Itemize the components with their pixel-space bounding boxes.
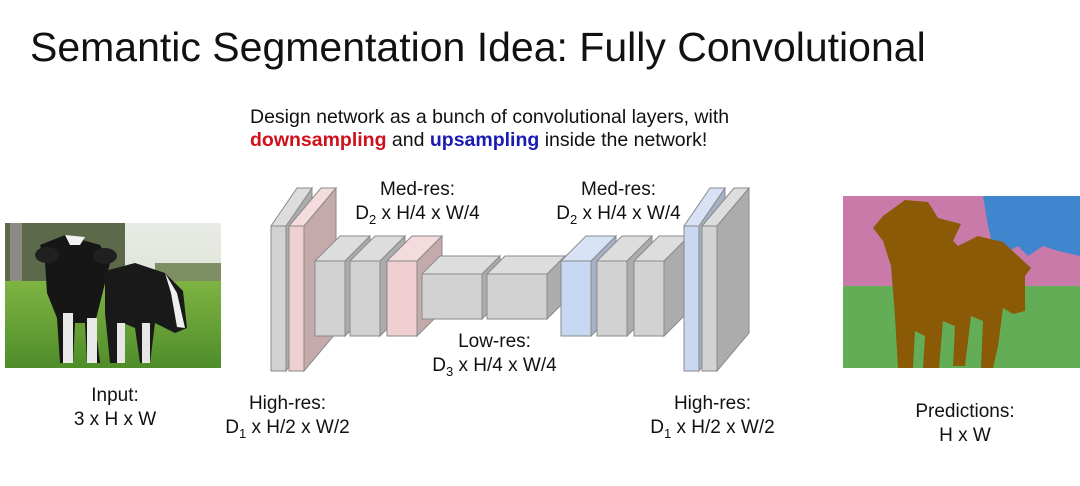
subtitle-line-1: Design network as a bunch of convolution… — [250, 106, 730, 128]
block-front-face — [349, 260, 381, 337]
block-front-face — [596, 260, 628, 337]
block-front-face — [633, 260, 665, 337]
subtitle-rest: inside the network! — [539, 129, 708, 151]
label-input-title: Input: — [91, 385, 139, 406]
label-predictions-title: Predictions: — [915, 401, 1015, 422]
label-highres-right-title: High-res: — [673, 393, 752, 414]
downsampling-word: downsampling — [250, 129, 387, 151]
upsampling-word: upsampling — [429, 129, 540, 151]
label-medres-right-title: Med-res: — [581, 179, 656, 200]
block-front-face — [486, 273, 548, 320]
subtitle-line-2: downsampling and upsampling inside the n… — [250, 129, 780, 152]
block-front-face — [288, 225, 305, 372]
layer-block-conv-low-2 — [485, 254, 567, 321]
block-front-face — [270, 225, 287, 372]
prediction-image — [843, 196, 1080, 368]
label-medres-right-dims: D2 x H/4 x W/4 — [556, 203, 681, 227]
label-lowres-dims: D3 x H/4 x W/4 — [432, 355, 557, 379]
label-input: Input: 3 x H x W — [40, 384, 190, 432]
label-highres-left-title: High-res: — [248, 393, 327, 414]
segment-sky — [983, 196, 1080, 256]
label-highres-left-dims: D1 x H/2 x W/2 — [225, 417, 350, 441]
label-medres-left-dims: D2 x H/4 x W/4 — [355, 203, 480, 227]
label-medres-left: Med-res: D2 x H/4 x W/4 — [335, 178, 500, 226]
layer-block-conv-med-4 — [632, 234, 691, 338]
label-lowres: Low-res: D3 x H/4 x W/4 — [412, 330, 577, 378]
subtitle-and: and — [386, 129, 430, 151]
layer-block-conv-high-2 — [700, 186, 751, 373]
block-front-face — [560, 260, 592, 337]
label-highres-right: High-res: D1 x H/2 x W/2 — [630, 392, 795, 440]
label-medres-left-title: Med-res: — [380, 179, 455, 200]
label-medres-right: Med-res: D2 x H/4 x W/4 — [536, 178, 701, 226]
segment-cows — [873, 200, 1031, 368]
subtitle: Design network as a bunch of convolution… — [250, 106, 780, 152]
block-front-face — [386, 260, 418, 337]
label-input-dims: 3 x H x W — [73, 409, 157, 430]
label-highres-right-dims: D1 x H/2 x W/2 — [650, 417, 775, 441]
label-highres-left: High-res: D1 x H/2 x W/2 — [205, 392, 370, 440]
block-front-face — [314, 260, 346, 337]
label-lowres-title: Low-res: — [458, 331, 531, 352]
block-front-face — [683, 225, 700, 372]
label-predictions: Predictions: H x W — [890, 400, 1040, 448]
block-front-face — [701, 225, 718, 372]
input-image — [5, 223, 221, 368]
label-predictions-dims: H x W — [939, 425, 991, 446]
block-front-face — [421, 273, 483, 320]
slide-title: Semantic Segmentation Idea: Fully Convol… — [30, 24, 926, 70]
